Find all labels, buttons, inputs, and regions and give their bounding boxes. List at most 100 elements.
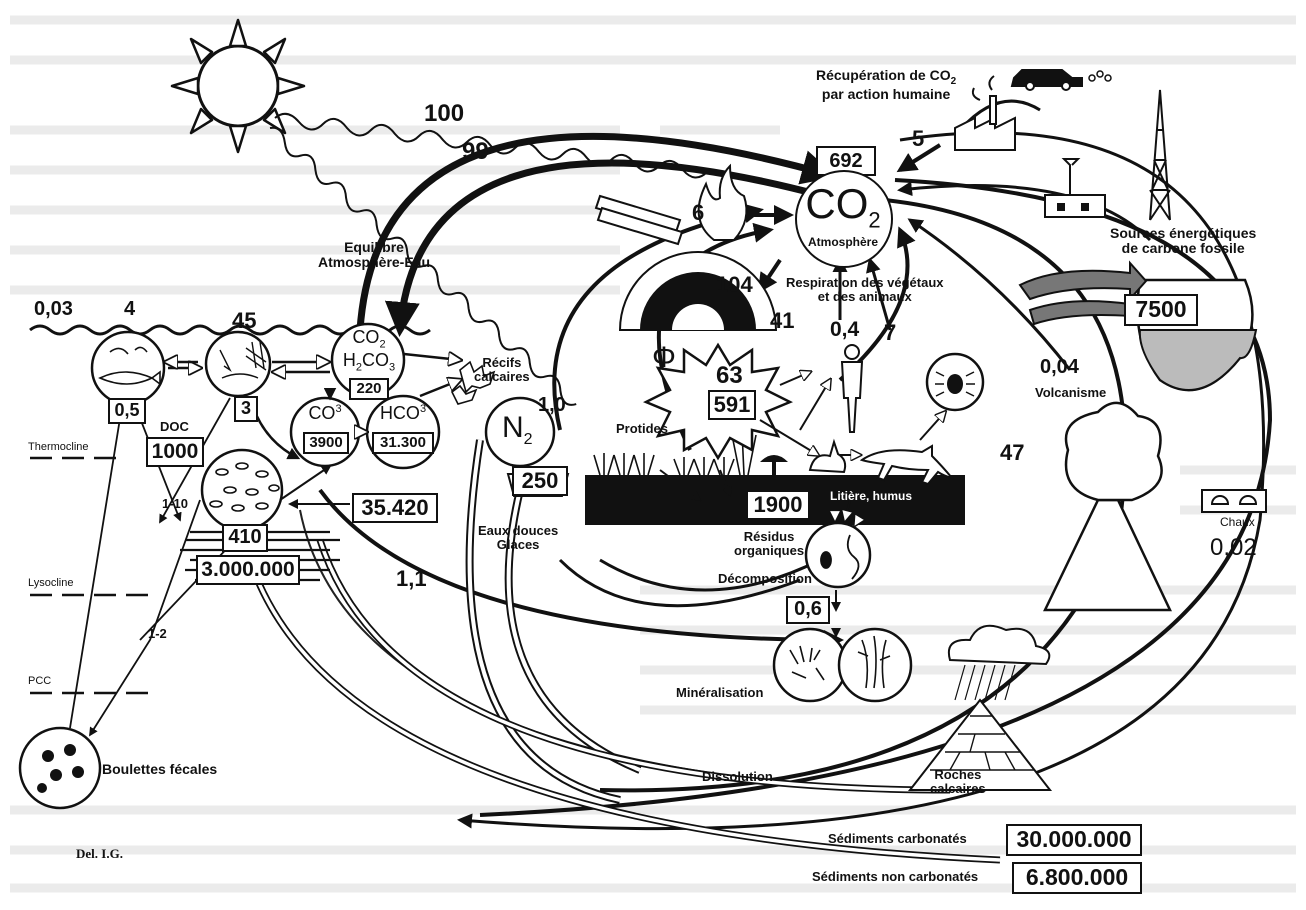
flow-45: 45 (232, 308, 257, 333)
mushroom-icon (760, 455, 788, 476)
flow-63: 63 (716, 362, 743, 389)
stock-35420: 35.420 (352, 493, 438, 523)
stock-0-6: 0,6 (786, 596, 830, 624)
stock-3000000: 3.000.000 (196, 555, 300, 585)
flow-1-0: 1,0 (538, 394, 566, 416)
worm-icon (820, 534, 860, 580)
fungi-circle (837, 627, 913, 703)
flow-4: 4 (124, 298, 136, 320)
pellets-icon (37, 744, 84, 793)
bacteria-circle (772, 627, 848, 703)
flow-100: 100 (424, 100, 465, 127)
decomposers-circle (804, 521, 872, 589)
lysocline-label: Lysocline (28, 577, 74, 589)
flow-0-02: 0,02 (1210, 534, 1257, 561)
oil-derrick-icon (1149, 89, 1171, 221)
dissolution-label: Dissolution (702, 769, 773, 784)
flame-icon (697, 163, 748, 241)
stock-3: 3 (234, 396, 258, 422)
ocean-arrows (69, 354, 460, 737)
stock-250: 250 (512, 466, 568, 496)
flow-1-1: 1,1 (396, 566, 427, 591)
flow-41: 41 (770, 308, 795, 333)
protides-label: Protides (616, 421, 669, 436)
flow-0-03: 0,03 (34, 298, 73, 320)
flow-0-04: 0,04 (1040, 356, 1079, 378)
chaux-label: Chaux (1220, 515, 1255, 529)
sun-icon (170, 18, 306, 154)
human-icon (840, 344, 864, 433)
flow-0-4: 0,4 (830, 318, 860, 341)
stock-30000000: 30.000.000 (1006, 824, 1142, 856)
fish-icon (98, 346, 161, 386)
plankton-circle (204, 330, 272, 398)
stock-591: 591 (708, 390, 756, 420)
wood-logs-icon (594, 194, 684, 246)
stock-3900: 3900 (303, 432, 349, 454)
rain-cloud-icon (948, 624, 1051, 701)
fox-icon (859, 444, 955, 486)
mineralisation-label: Minéralisation (676, 685, 764, 700)
atmosphere-circle (795, 170, 893, 268)
factory-icon (954, 75, 1016, 151)
rabbit-icon (808, 438, 847, 474)
limestone-rocks-icon (907, 698, 1053, 791)
phi-label: Φ (652, 341, 676, 374)
tick-icon (935, 371, 975, 397)
particles-icon (209, 462, 280, 512)
co2-h2co3-label: CO2 H2CO3 (342, 327, 396, 374)
flow-99: 99 (462, 138, 489, 165)
volcano-icon (1043, 401, 1172, 612)
illustrator-credit: Del. I.G. (76, 846, 123, 861)
atmosphere-label: Atmosphère (807, 235, 878, 249)
boulettes-label: Boulettes fécales (102, 761, 218, 777)
stock-7500: 7500 (1124, 294, 1198, 326)
ocean-depth-lines (30, 456, 150, 695)
litiere-label: Litière, humus (830, 489, 913, 503)
flow-7: 7 (884, 320, 897, 345)
decomposition-label: Décomposition (718, 571, 812, 586)
exhaust-icon (1088, 70, 1112, 82)
atmosphere-stock-value: 692 (829, 150, 863, 172)
lime-kiln-icon (1201, 489, 1267, 513)
stock-1900: 1900 (746, 490, 810, 520)
n2-label: N2 (502, 411, 533, 448)
flow-1-2: 1-2 (148, 626, 167, 641)
flow-1-10: 1-10 (162, 496, 189, 511)
sediments-non-carbonates-label: Sédiments non carbonatés (812, 869, 979, 884)
volcanisme-label: Volcanisme (1035, 385, 1107, 400)
hollow-arrows (246, 439, 1001, 864)
atmosphere-co2-formula: CO2 (805, 180, 881, 233)
mine-icon (1044, 158, 1106, 218)
stock-31300: 31.300 (372, 432, 434, 454)
flow-104: 104 (716, 272, 753, 297)
flow-47: 47 (1000, 440, 1025, 465)
fish-circle (90, 330, 166, 406)
stock-220: 220 (349, 378, 389, 400)
sediments-carbonates-label: Sédiments carbonatés (828, 831, 967, 846)
recuperation-label: Récupération de CO2 par action humaine (816, 67, 957, 103)
doc-label: DOC (160, 419, 189, 434)
biosphere-arrows (659, 372, 945, 638)
stock-1000: 1000 (146, 437, 204, 467)
coral-reef-icon (450, 360, 496, 405)
co3-label: CO3 (308, 403, 342, 423)
flow-6: 6 (692, 200, 705, 225)
ozone-dome (618, 251, 778, 331)
thermocline-label: Thermocline (28, 441, 89, 453)
flow-5: 5 (912, 126, 925, 151)
plankton-icon (219, 341, 267, 379)
stock-410: 410 (222, 524, 268, 552)
stock-0-5: 0,5 (108, 398, 146, 424)
decomposition-reservoirs (772, 521, 913, 703)
hco3-label: HCO3 (379, 403, 427, 423)
car-icon (1010, 69, 1083, 91)
fecal-pellets-circle (18, 726, 102, 810)
